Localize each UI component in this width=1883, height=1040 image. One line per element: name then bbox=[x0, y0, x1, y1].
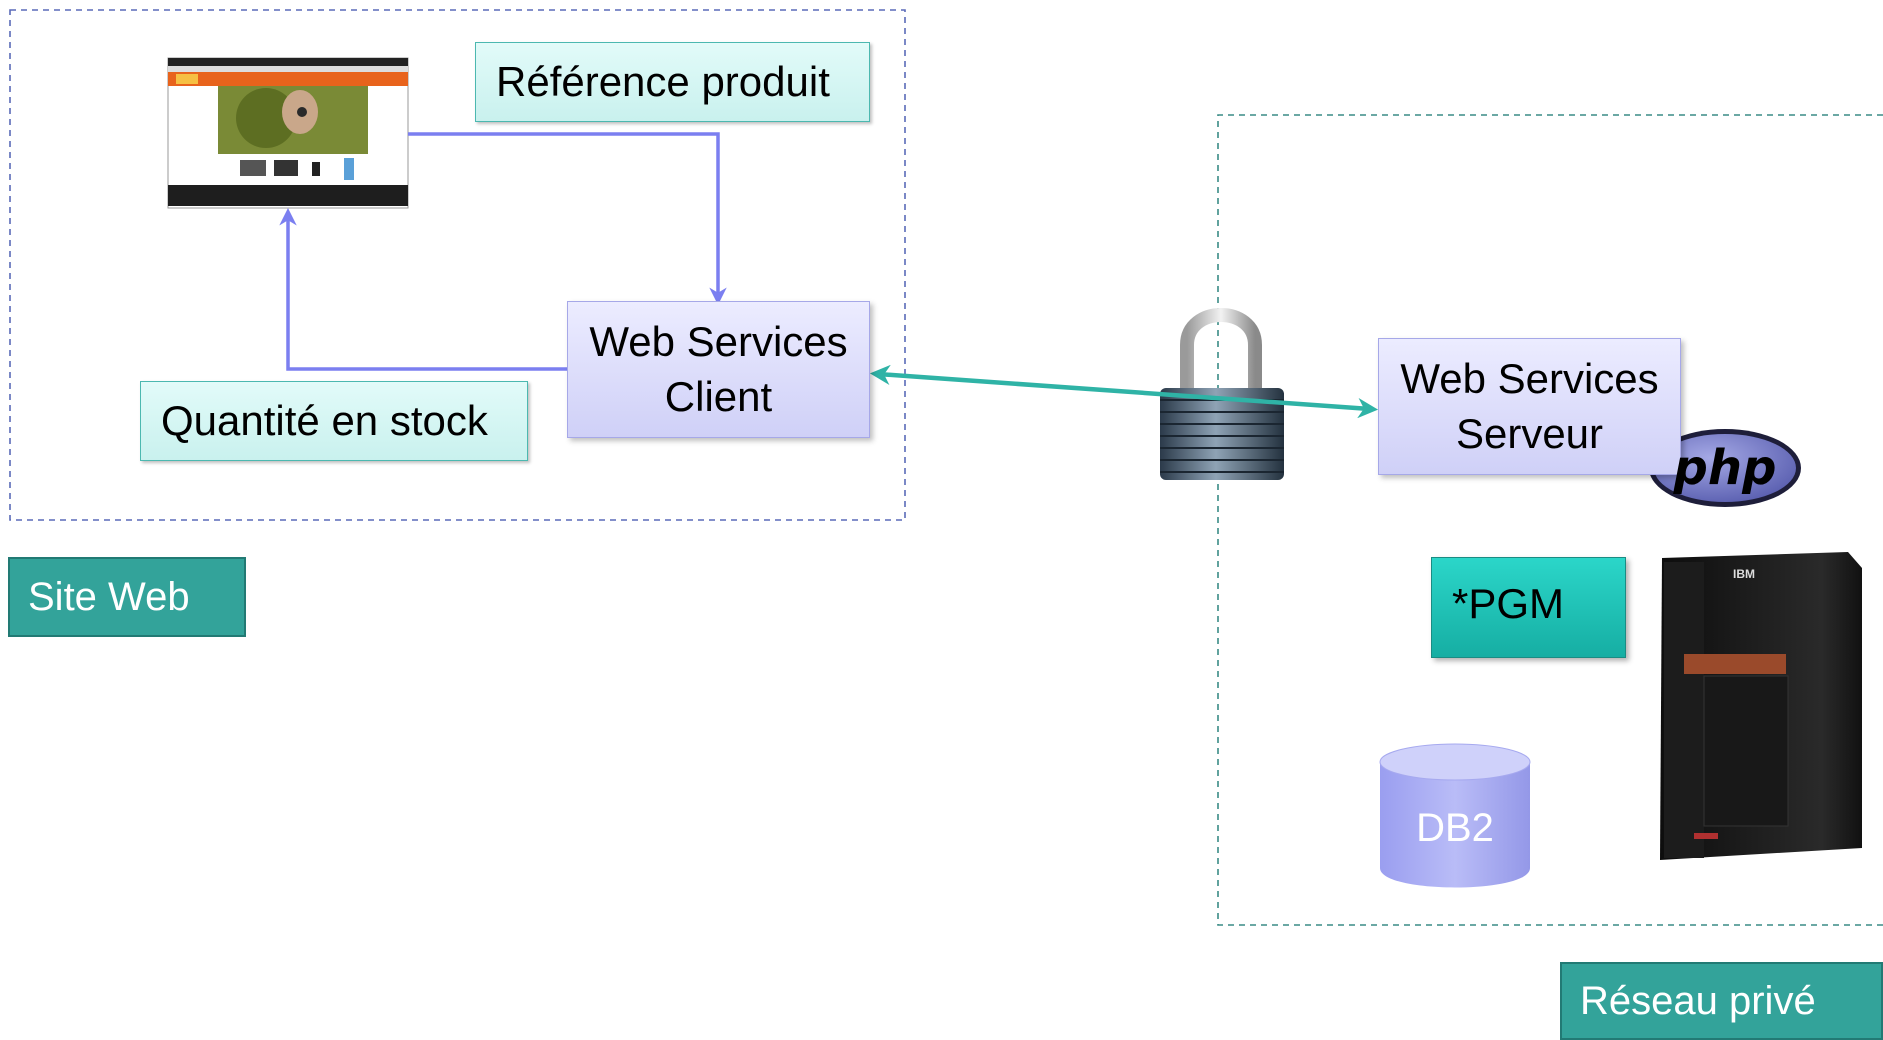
secure-link-arrow bbox=[869, 364, 1379, 419]
ibm-server-image: IBM bbox=[1660, 552, 1862, 860]
reseau-prive-zone-tag: Réseau privé bbox=[1560, 962, 1883, 1040]
site-web-zone-tag: Site Web bbox=[8, 557, 246, 637]
pgm-program-box: *PGM bbox=[1431, 557, 1626, 658]
db2-label: DB2 bbox=[1416, 805, 1494, 850]
web-services-server-box: Web Services Serveur bbox=[1378, 338, 1681, 475]
ibm-logo: IBM bbox=[1733, 567, 1755, 581]
request-flow-arrow bbox=[408, 132, 727, 305]
reference-produit-label: Référence produit bbox=[475, 42, 870, 122]
db2-database-icon bbox=[1379, 743, 1531, 888]
web-services-client-box: Web Services Client bbox=[567, 301, 870, 438]
php-logo-text: php bbox=[1673, 440, 1777, 496]
website-screenshot-image bbox=[167, 57, 409, 209]
response-flow-arrow bbox=[279, 208, 567, 371]
quantite-stock-label: Quantité en stock bbox=[140, 381, 528, 461]
private-network-zone-border bbox=[1217, 114, 1883, 926]
php-logo-icon bbox=[1649, 429, 1801, 507]
site-web-zone-border bbox=[9, 9, 906, 521]
